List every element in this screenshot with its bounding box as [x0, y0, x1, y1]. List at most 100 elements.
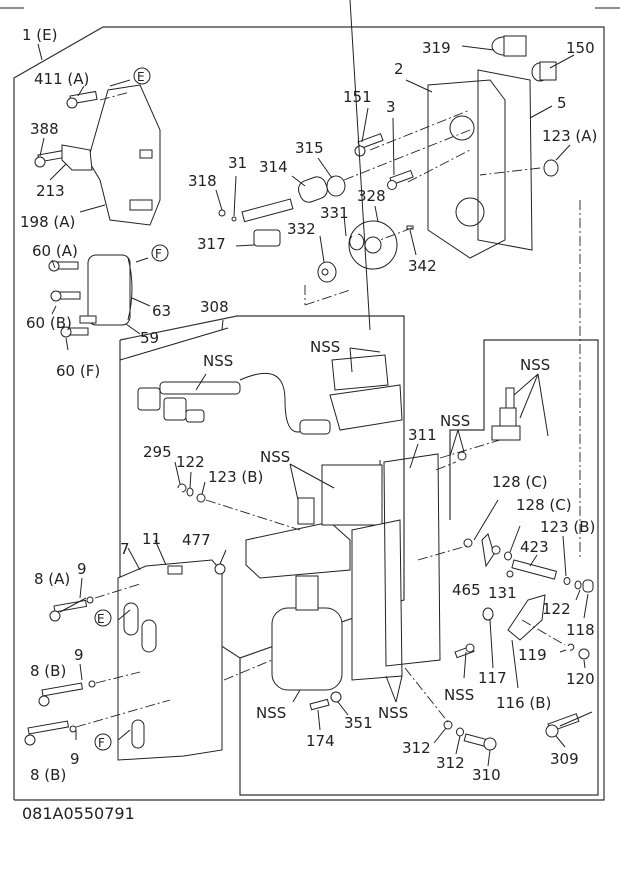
label-123b-2: 123 (B): [540, 518, 595, 536]
label-332: 332: [287, 220, 316, 238]
label-328: 328: [357, 187, 386, 205]
washers-9: [69, 596, 96, 733]
nut-332: [317, 261, 337, 283]
nut-351: [330, 691, 342, 703]
gasket-311: [383, 453, 441, 667]
bolt-309: [545, 713, 580, 738]
label-151: 151: [343, 88, 372, 106]
label-423: 423: [520, 538, 549, 556]
label-nss-actuator: NSS: [260, 448, 290, 466]
label-477: 477: [182, 531, 211, 549]
nut-31: [231, 216, 237, 222]
label-ref-f: F: [155, 247, 162, 261]
label-nss-harness: NSS: [203, 352, 233, 370]
label-128c-1: 128 (C): [492, 473, 548, 491]
sleeve-319: [491, 35, 527, 57]
label-9-3: 9: [70, 750, 80, 768]
cover-63: [87, 254, 133, 326]
label-123b: 123 (B): [208, 468, 263, 486]
label-351: 351: [344, 714, 373, 732]
label-411a: 411 (A): [34, 70, 89, 88]
label-319: 319: [422, 39, 451, 57]
label-ref-e: E: [137, 70, 145, 84]
oring-123b-2: [563, 577, 571, 585]
nut-120: [578, 648, 590, 660]
label-118: 118: [566, 621, 595, 639]
leader-line: [37, 43, 43, 61]
label-ref-e-2: E: [97, 612, 105, 626]
label-308: 308: [200, 298, 229, 316]
lever-465: [481, 533, 501, 568]
oring-123b: [196, 493, 206, 503]
nss-bolt-311: [457, 451, 467, 461]
washer-312-2: [456, 727, 464, 737]
label-318: 318: [188, 172, 217, 190]
label-11: 11: [142, 530, 161, 548]
label-3: 3: [386, 98, 396, 116]
reference-marker-f: [151, 244, 169, 262]
reference-marker-f-2: [94, 733, 112, 751]
reference-marker-e: [133, 67, 151, 85]
plate-213: [61, 144, 93, 171]
label-213: 213: [36, 182, 65, 200]
bolt-8b-2: [24, 720, 70, 746]
label-295: 295: [143, 443, 172, 461]
label-31: 31: [228, 154, 247, 172]
label-5: 5: [557, 94, 567, 112]
rotor-328: [348, 220, 398, 270]
washer-122: [186, 487, 194, 497]
label-314: 314: [259, 158, 288, 176]
bolt-8a: [49, 599, 88, 622]
label-60a: 60 (A): [32, 242, 78, 260]
label-nss-solenoid: NSS: [256, 704, 286, 722]
washer-122-2: [574, 580, 582, 590]
label-312-2: 312: [436, 754, 465, 772]
screw-318: [218, 209, 226, 217]
screw-131: [506, 570, 514, 578]
nss-bracket-right: [491, 387, 521, 441]
drawing-code: 081A0550791: [22, 804, 135, 823]
lever-116b: [507, 594, 546, 641]
washer-128c-1: [463, 538, 473, 548]
front-cover-7: [117, 559, 223, 761]
shaft-423: [511, 559, 558, 580]
leader-lines: [39, 0, 593, 767]
label-309: 309: [550, 750, 579, 768]
label-174: 174: [306, 732, 335, 750]
clip-295: [177, 483, 187, 493]
plug-150: [531, 61, 557, 82]
housing-2: [427, 79, 506, 259]
label-131: 131: [488, 584, 517, 602]
label-8b-1: 8 (B): [30, 662, 66, 680]
label-128c-2: 128 (C): [516, 496, 572, 514]
cap-315: [326, 175, 346, 197]
bolt-310: [463, 733, 497, 751]
label-8a: 8 (A): [34, 570, 70, 588]
plug-477: [214, 563, 226, 575]
label-122-2: 122: [542, 600, 571, 618]
bolt-151: [354, 133, 384, 157]
label-9-1: 9: [77, 560, 87, 578]
label-nss-bolt: NSS: [440, 412, 470, 430]
label-310: 310: [472, 766, 501, 784]
bolt-411a: [66, 90, 98, 109]
seal-123a: [543, 159, 559, 177]
clip-119: [567, 643, 575, 651]
label-8b-2: 8 (B): [30, 766, 66, 784]
label-nss-sensor: NSS: [310, 338, 340, 356]
label-9-2: 9: [74, 646, 84, 664]
spring-117: [482, 607, 494, 621]
spring-314: [298, 176, 328, 203]
reference-marker-e-2: [94, 609, 112, 627]
gasket-5: [477, 69, 533, 251]
washer-312-1: [443, 720, 453, 730]
label-150: 150: [566, 39, 595, 57]
label-1e: 1 (E): [22, 26, 58, 44]
label-ref-f-2: F: [98, 736, 105, 750]
sensor-317: [253, 229, 281, 247]
washer-128c-2: [504, 551, 512, 561]
label-120: 120: [566, 670, 595, 688]
label-63: 63: [152, 302, 171, 320]
actuator-assembly-nss: [245, 464, 403, 691]
label-nss-bracket: NSS: [520, 356, 550, 374]
